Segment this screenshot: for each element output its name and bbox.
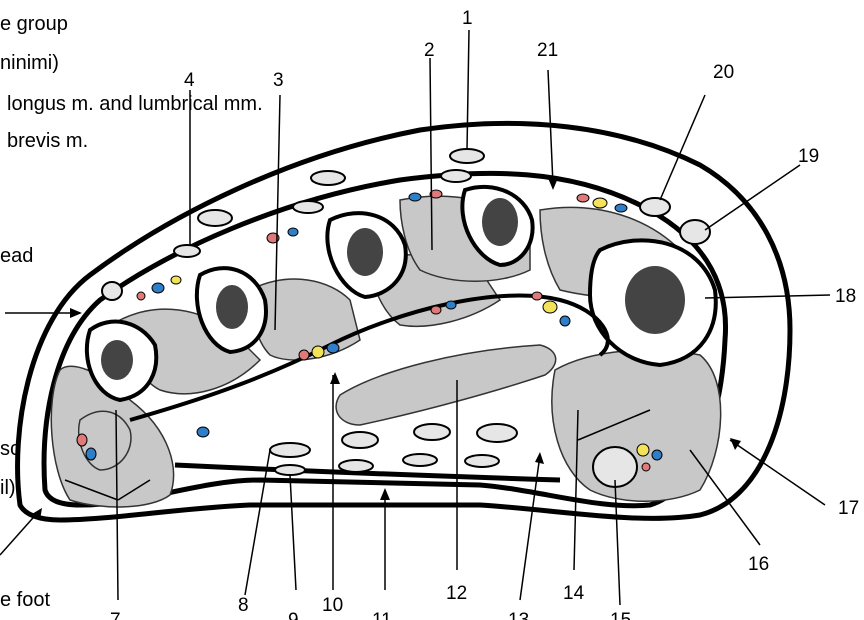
vein-dot	[197, 427, 209, 437]
label-9: 9	[288, 610, 299, 620]
tendon	[311, 171, 345, 185]
tendon	[275, 465, 305, 475]
artery-dot	[77, 434, 87, 446]
artery-dot	[299, 350, 309, 360]
label-10: 10	[322, 595, 343, 616]
nerve-dot	[543, 301, 557, 313]
vein-dot	[615, 204, 627, 212]
vein-dot	[560, 316, 570, 326]
label-13: 13	[508, 610, 529, 620]
marrow	[625, 266, 685, 334]
tendon	[465, 455, 499, 467]
label-17: 17	[838, 498, 859, 519]
label-14: 14	[563, 583, 585, 604]
label-8: 8	[238, 595, 249, 616]
label-7: 7	[110, 610, 121, 620]
tendon	[441, 170, 471, 182]
label-1: 1	[462, 8, 473, 29]
artery-dot	[431, 306, 441, 314]
label-2: 2	[424, 40, 435, 61]
marrow	[347, 228, 383, 276]
tendon	[270, 443, 310, 457]
vein-dot	[86, 448, 96, 460]
tendon	[293, 201, 323, 213]
vein-dot	[288, 228, 298, 236]
tendon	[414, 424, 450, 440]
label-15: 15	[610, 610, 631, 620]
label-12: 12	[446, 583, 467, 604]
tendon	[477, 424, 517, 442]
tendon	[339, 460, 373, 472]
vein-dot	[446, 301, 456, 309]
nerve-dot	[593, 198, 607, 208]
tendon	[342, 432, 378, 448]
artery-dot	[532, 292, 542, 300]
nerve-dot	[637, 444, 649, 456]
label-18: 18	[835, 286, 856, 307]
label-20: 20	[713, 62, 734, 83]
vein-dot	[409, 193, 421, 201]
artery-dot	[137, 292, 145, 300]
tendon	[450, 149, 484, 163]
marrow	[101, 340, 133, 380]
label-11: 11	[372, 610, 392, 620]
label-16: 16	[748, 554, 769, 575]
label-4: 4	[184, 70, 195, 91]
label-19: 19	[798, 146, 819, 167]
vein-dot	[152, 283, 164, 293]
tendon	[102, 282, 122, 300]
artery-dot	[577, 194, 589, 202]
label-21: 21	[537, 40, 558, 61]
marrow	[216, 285, 248, 329]
tendon	[174, 245, 200, 257]
nerve-dot	[312, 346, 324, 358]
tendon	[680, 220, 710, 244]
marrow	[482, 198, 518, 246]
tendon	[640, 198, 670, 216]
artery-dot	[642, 463, 650, 471]
vein-dot	[652, 450, 662, 460]
tendon	[403, 454, 437, 466]
vein-dot	[327, 343, 339, 353]
label-3: 3	[273, 70, 284, 91]
nerve-dot	[171, 276, 181, 284]
tendon	[198, 210, 232, 226]
